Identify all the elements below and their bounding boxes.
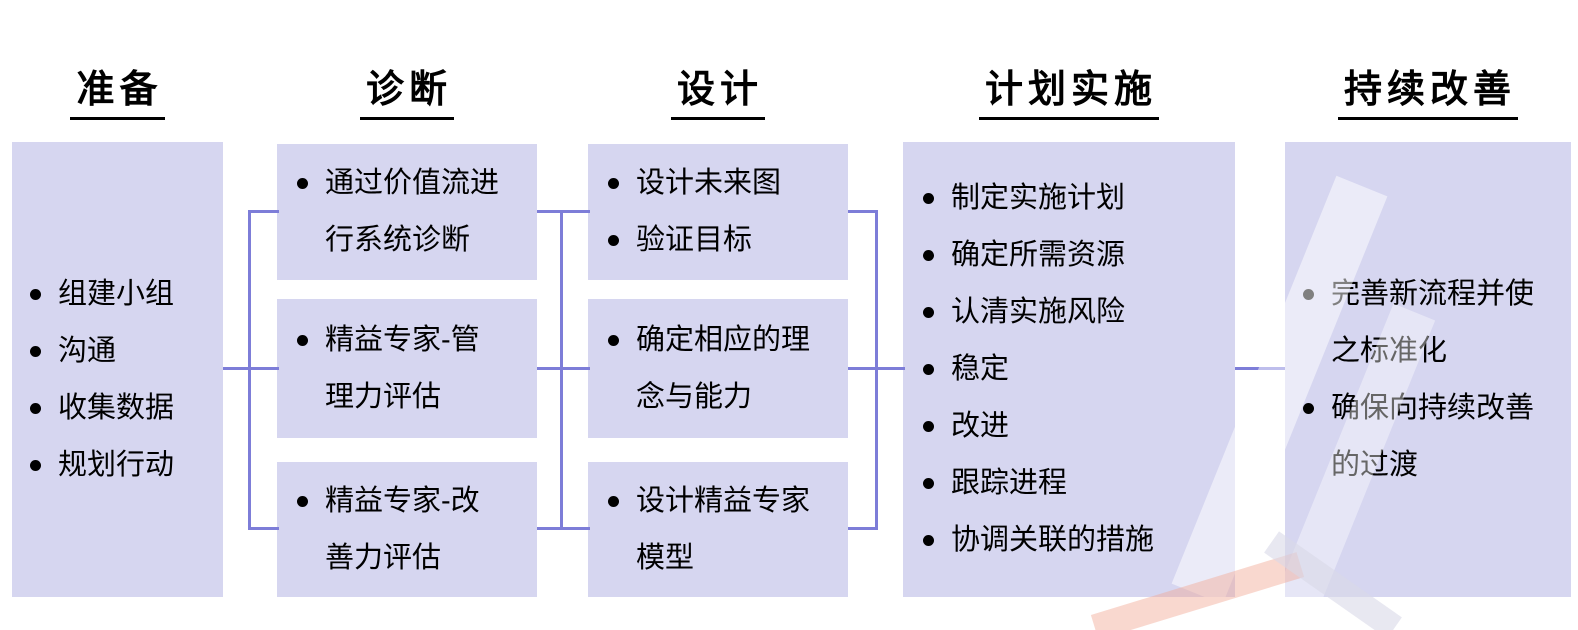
connector-top-design	[848, 210, 878, 213]
connector-top-diagnose	[248, 210, 279, 213]
stage-box-design-1: 设计未来图 验证目标	[588, 144, 848, 280]
bullet-text: 协调关联的措施	[951, 524, 1155, 556]
connector-mid-prepare-diagnose	[223, 367, 279, 370]
bullet-dot	[297, 178, 308, 189]
bullet-item: 确保向持续改善的过渡	[1303, 380, 1541, 494]
stage-header-continuous-improvement: 持续改善	[1285, 68, 1571, 120]
stage-box-diagnose-3: 精益专家-改善力评估	[277, 462, 537, 597]
connector-bottom-diagnose-design	[537, 527, 590, 530]
bullet-text: 设计精益专家模型	[636, 484, 811, 574]
bullet-item: 沟通	[30, 323, 215, 380]
bullet-item: 设计精益专家模型	[608, 473, 816, 587]
bullet-text: 改进	[951, 410, 1010, 442]
bullet-item: 设计未来图	[608, 155, 816, 212]
bullet-dot	[923, 193, 934, 204]
bullet-item: 确定相应的理念与能力	[608, 312, 816, 426]
stage-header-design: 设计	[588, 68, 848, 120]
stage-header-diagnose-label: 诊断	[359, 68, 454, 120]
bullet-text: 通过价值流进行系统诊断	[325, 167, 500, 256]
bullet-dot	[1303, 288, 1314, 300]
bullet-dot	[923, 478, 934, 489]
connector-top-diagnose-design	[537, 210, 590, 213]
bullet-item: 精益专家-管理力评估	[297, 312, 505, 426]
bullet-text: 精益专家-管理力评估	[325, 323, 480, 413]
bullet-item: 协调关联的措施	[923, 512, 1225, 569]
bullet-dot	[608, 334, 619, 346]
connector-mid-design-plan	[848, 367, 905, 370]
bullet-text: 认清实施风险	[951, 296, 1126, 328]
stage-header-prepare: 准备	[12, 68, 223, 120]
bullet-text: 收集数据	[58, 391, 175, 424]
bullet-text: 完善新流程并使之标准化	[1331, 277, 1535, 367]
connector-vertical-diagnose	[248, 210, 251, 530]
bullet-text: 确保向持续改善的过渡	[1331, 391, 1535, 481]
bullet-dot	[1303, 402, 1314, 414]
bullet-item: 跟踪进程	[923, 455, 1225, 512]
connector-vertical-design	[875, 210, 878, 530]
bullet-dot	[297, 334, 308, 346]
stage-box-prepare: 组建小组 沟通 收集数据 规划行动	[12, 142, 223, 597]
bullet-text: 确定所需资源	[951, 239, 1126, 271]
bullet-dot	[923, 307, 934, 318]
connector-vertical-diagnose-design	[560, 210, 563, 530]
bullet-item: 收集数据	[30, 380, 215, 437]
bullet-text: 设计未来图	[636, 167, 782, 199]
bullet-text: 跟踪进程	[951, 467, 1068, 499]
bullet-dot	[923, 250, 934, 261]
stage-box-diagnose-1: 通过价值流进行系统诊断	[277, 144, 537, 280]
bullet-dot	[923, 535, 934, 546]
bullet-text: 制定实施计划	[951, 182, 1126, 214]
stage-header-diagnose: 诊断	[277, 68, 537, 120]
bullet-dot	[923, 364, 934, 375]
stage-box-diagnose-2: 精益专家-管理力评估	[277, 299, 537, 438]
bullet-dot	[30, 288, 41, 300]
connector-bottom-design	[848, 527, 878, 530]
stage-box-design-2: 确定相应的理念与能力	[588, 299, 848, 438]
stage-header-plan-implementation: 计划实施	[903, 68, 1235, 120]
bullet-dot	[30, 459, 41, 471]
bullet-item: 认清实施风险	[923, 284, 1225, 341]
bullet-item: 确定所需资源	[923, 227, 1225, 284]
bullet-dot	[608, 178, 619, 189]
bullet-text: 精益专家-改善力评估	[325, 484, 480, 574]
stage-header-design-label: 设计	[670, 68, 765, 120]
bullet-text: 稳定	[951, 353, 1010, 385]
stage-box-continuous-improvement: 完善新流程并使之标准化 确保向持续改善的过渡	[1285, 142, 1571, 597]
bullet-text: 验证目标	[636, 224, 753, 256]
stage-box-design-3: 设计精益专家模型	[588, 462, 848, 597]
bullet-dot	[30, 345, 41, 357]
bullet-dot	[297, 495, 308, 507]
bullet-item: 精益专家-改善力评估	[297, 473, 505, 587]
bullet-dot	[608, 235, 619, 246]
stage-header-plan-implementation-label: 计划实施	[978, 68, 1159, 120]
stage-header-continuous-improvement-label: 持续改善	[1337, 68, 1518, 120]
stage-header-prepare-label: 准备	[70, 68, 165, 120]
connector-mid-plan-improvement	[1235, 367, 1285, 370]
bullet-text: 规划行动	[58, 448, 175, 481]
bullet-text: 确定相应的理念与能力	[636, 323, 811, 413]
bullet-text: 沟通	[58, 334, 117, 367]
bullet-item: 通过价值流进行系统诊断	[297, 155, 505, 269]
bullet-item: 完善新流程并使之标准化	[1303, 266, 1541, 380]
bullet-dot	[923, 421, 934, 432]
bullet-item: 规划行动	[30, 437, 215, 494]
connector-bottom-diagnose	[248, 527, 279, 530]
bullet-item: 改进	[923, 398, 1225, 455]
bullet-item: 组建小组	[30, 266, 215, 323]
bullet-item: 稳定	[923, 341, 1225, 398]
bullet-item: 验证目标	[608, 212, 816, 269]
connector-mid-diagnose-design	[537, 367, 590, 370]
bullet-dot	[30, 402, 41, 414]
bullet-dot	[608, 495, 619, 507]
stage-box-plan-implementation: 制定实施计划 确定所需资源 认清实施风险 稳定 改进 跟踪进程 协调关联的措施	[903, 142, 1235, 597]
bullet-text: 组建小组	[58, 277, 175, 310]
bullet-item: 制定实施计划	[923, 170, 1225, 227]
